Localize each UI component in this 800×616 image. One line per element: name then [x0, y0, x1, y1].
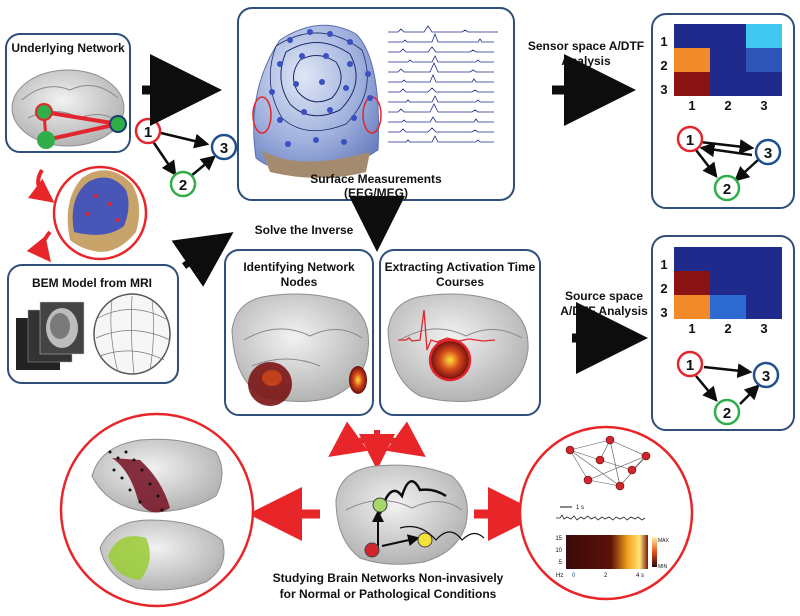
source-row-label-3: 3 — [660, 305, 667, 320]
spectrogram-ytick-10: 10 — [555, 548, 562, 554]
graph-node-1-label: 1 — [144, 124, 152, 141]
source-cell-2-1 — [674, 271, 710, 295]
sensor-cell-2-1 — [674, 48, 710, 72]
network-graph-sensor: 1 3 2 — [676, 125, 782, 202]
network-nodes-panel: Identifying Network Nodes — [224, 249, 374, 416]
sensor-analysis-label-line1: Sensor space A/DTF — [528, 39, 644, 53]
sensor-graph-node-2-label: 2 — [723, 181, 731, 198]
activation-timecourses-panel: Extracting Activation Time Courses — [379, 249, 541, 416]
source-row-label-2: 2 — [660, 281, 667, 296]
bem-mesh-image — [93, 293, 171, 375]
graph-node-2-label: 2 — [179, 177, 187, 194]
surface-measurements-panel: Surface Measurements (EEG/MEG) — [237, 7, 515, 201]
bottom-caption-line2: for Normal or Pathological Conditions — [280, 587, 497, 601]
eeg-head-image — [252, 24, 382, 178]
arrow-bem-to-inverse — [171, 232, 234, 287]
spectrogram-y-unit: Hz — [556, 573, 563, 579]
source-graph-node-3-label: 3 — [762, 368, 770, 385]
head-model-image — [52, 165, 148, 261]
mri-slices-image — [16, 301, 85, 370]
source-cell-3-1 — [674, 295, 710, 319]
nodes-title-line1: Identifying Network — [243, 260, 355, 274]
central-brain-image — [335, 464, 485, 565]
source-col-label-1: 1 — [688, 321, 695, 336]
source-analysis-label-line1: Source space — [565, 289, 643, 303]
surface-caption-line2: (EEG/MEG) — [344, 186, 408, 200]
red-curved-arrow-down — [26, 230, 52, 263]
spectrogram-xtick-2: 2 — [604, 573, 608, 579]
surface-caption-line1: Surface Measurements — [310, 172, 442, 186]
graph-node-3-label: 3 — [220, 140, 228, 157]
nodes-title-line2: Nodes — [281, 275, 318, 289]
sensor-row-label-2: 2 — [660, 58, 667, 73]
sensor-graph-node-1-label: 1 — [686, 132, 694, 149]
sensor-adtf-matrix — [674, 24, 782, 96]
connectivity-spectrogram-circle: 1 s MAX MIN 15 10 5 Hz 0 2 4 s — [518, 425, 694, 601]
spectrogram-xtick-0: 0 — [572, 573, 576, 579]
sensor-cell-2-3 — [746, 48, 782, 72]
sensor-col-label-2: 2 — [724, 98, 731, 113]
sensor-row-label-1: 1 — [660, 34, 667, 49]
sensor-analysis-label-line2: Analysis — [561, 54, 611, 68]
brain-timecourse-image — [387, 293, 529, 403]
brain-network-image — [11, 69, 127, 149]
sensor-graph-node-3-label: 3 — [764, 145, 772, 162]
bottom-caption-line1: Studying Brain Networks Non-invasively — [273, 571, 504, 585]
network-graph-source: 1 3 2 — [676, 350, 780, 426]
sensor-col-label-1: 1 — [688, 98, 695, 113]
underlying-network-title: Underlying Network — [11, 41, 125, 55]
colorbar-max-label: MAX — [658, 538, 670, 544]
timecourses-title-line1: Extracting Activation Time — [385, 260, 536, 274]
spectrogram-ytick-15: 15 — [555, 536, 562, 542]
bem-model-title: BEM Model from MRI — [32, 276, 152, 290]
spectrogram-xtick-4s: 4 s — [636, 573, 644, 579]
colorbar-min-label: MIN — [658, 564, 668, 570]
sensor-cell-1-3 — [746, 24, 782, 48]
source-analysis-label-line2: A/DTF Analysis — [560, 304, 648, 318]
network-graph-left: 1 2 3 — [134, 117, 238, 198]
source-analysis-panel: 1 2 3 1 2 3 1 3 2 — [651, 235, 795, 431]
spectrogram-image — [566, 535, 648, 569]
underlying-network-panel: Underlying Network — [5, 33, 131, 153]
spectrogram-time-scale: 1 s — [576, 505, 584, 511]
red-curved-arrow-up — [28, 168, 55, 203]
timecourses-title-line2: Courses — [436, 275, 484, 289]
bem-model-panel: BEM Model from MRI — [7, 264, 179, 384]
sensor-analysis-panel: 1 2 3 1 2 3 1 3 2 — [651, 13, 795, 209]
sensor-cell-3-1 — [674, 72, 710, 96]
source-adtf-matrix — [674, 247, 782, 319]
cortical-surface-circle — [59, 412, 255, 608]
source-cell-3-2 — [710, 295, 746, 319]
source-row-label-1: 1 — [660, 257, 667, 272]
sensor-col-label-3: 3 — [760, 98, 767, 113]
eeg-traces-image — [388, 25, 498, 143]
sensor-row-label-3: 3 — [660, 82, 667, 97]
spectrogram-ytick-5: 5 — [559, 560, 563, 566]
red-split-arrows — [328, 421, 426, 470]
solve-inverse-label: Solve the Inverse — [255, 223, 354, 237]
graph-node-2 — [169, 170, 197, 198]
source-graph-node-1-label: 1 — [686, 357, 694, 374]
source-col-label-2: 2 — [724, 321, 731, 336]
spectrogram-colorbar — [652, 537, 657, 567]
connectivity-graph-image — [565, 435, 651, 491]
brain-nodes-image — [231, 293, 370, 406]
source-col-label-3: 3 — [760, 321, 767, 336]
graph-node-3 — [210, 133, 238, 161]
source-graph-node-2-label: 2 — [723, 405, 731, 422]
